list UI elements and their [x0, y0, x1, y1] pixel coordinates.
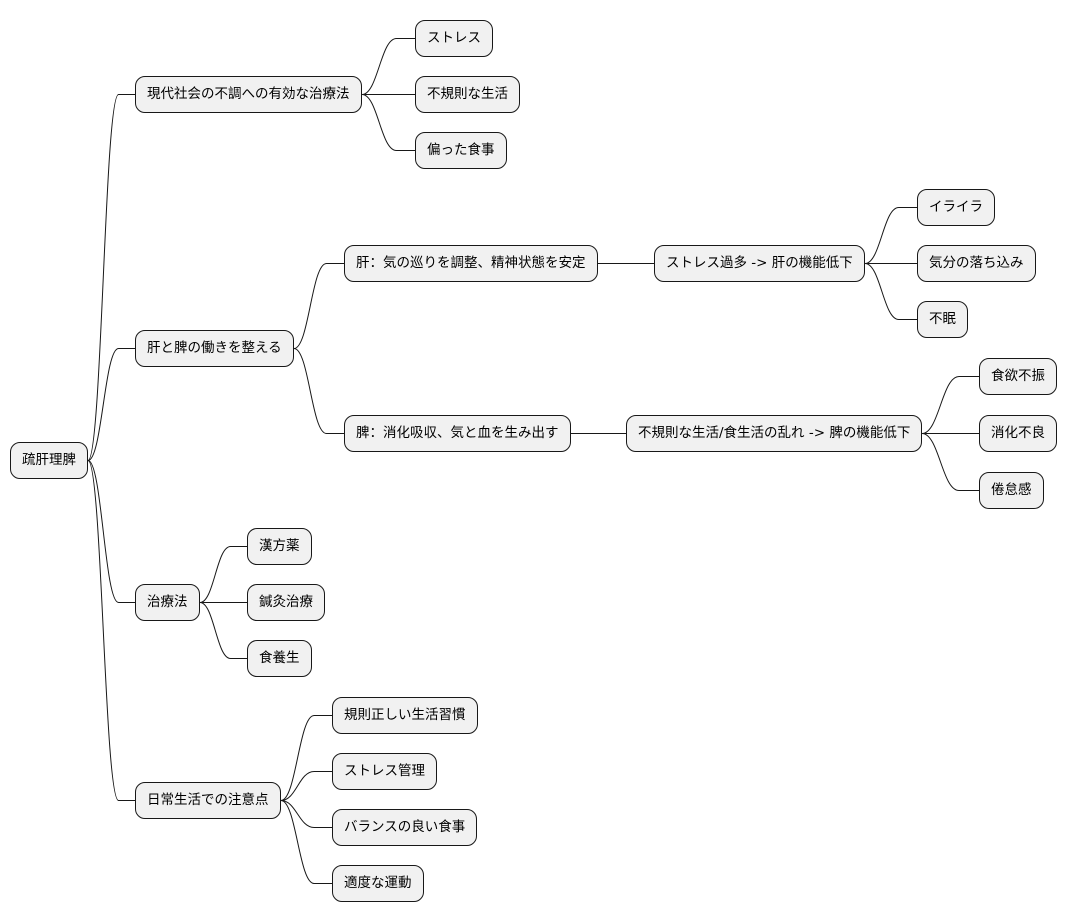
connector-line — [87, 460, 135, 603]
leaf-node-irritation: イライラ — [917, 189, 995, 226]
leaf-node-insomnia: 不眠 — [917, 301, 968, 338]
node-spleen-decline: 不規則な生活/食生活の乱れ -> 脾の機能低下 — [626, 415, 923, 452]
leaf-node-stress: ストレス — [415, 20, 493, 57]
leaf-node-acupuncture: 鍼灸治療 — [247, 584, 325, 621]
leaf-node-kampo: 漢方薬 — [247, 528, 312, 565]
connector-line — [921, 376, 979, 434]
node-liver-function: 肝：気の巡りを調整、精神状態を安定 — [344, 245, 598, 282]
connector-line — [199, 602, 247, 659]
node-liver-decline: ストレス過多 -> 肝の機能低下 — [654, 245, 865, 282]
branch-node-treatments: 治療法 — [135, 584, 200, 621]
branch-node-liver-spleen: 肝と脾の働きを整える — [135, 330, 294, 367]
connector-line — [280, 715, 332, 801]
branch-node-modern-ailments: 現代社会の不調への有効な治療法 — [135, 76, 362, 113]
leaf-node-stress-management: ストレス管理 — [332, 753, 437, 790]
connector-line — [87, 348, 135, 461]
node-spleen-function: 脾：消化吸収、気と血を生み出す — [344, 415, 571, 452]
leaf-node-irregular-life: 不規則な生活 — [415, 76, 520, 113]
connector-line — [280, 771, 332, 801]
branch-node-daily-tips: 日常生活での注意点 — [135, 782, 281, 819]
connector-line — [280, 800, 332, 884]
leaf-node-indigestion: 消化不良 — [979, 415, 1057, 452]
connector-line — [361, 94, 415, 151]
leaf-node-depression: 気分の落ち込み — [917, 245, 1036, 282]
connector-line — [864, 207, 917, 264]
connector-line — [87, 94, 135, 461]
leaf-node-appetite-loss: 食欲不振 — [979, 358, 1057, 395]
leaf-node-fatigue: 倦怠感 — [979, 472, 1044, 509]
connector-line — [199, 546, 247, 603]
leaf-node-dietary-therapy: 食養生 — [247, 640, 312, 677]
connector-line — [293, 263, 344, 349]
leaf-node-unbalanced-diet: 偏った食事 — [415, 132, 507, 169]
connector-line — [864, 263, 917, 320]
leaf-node-balanced-diet: バランスの良い食事 — [332, 809, 478, 846]
leaf-node-regular-habits: 規則正しい生活習慣 — [332, 697, 478, 734]
connector-line — [361, 38, 415, 95]
connector-line — [293, 348, 344, 434]
connector-line — [921, 433, 979, 491]
leaf-node-exercise: 適度な運動 — [332, 865, 424, 902]
connector-line — [87, 460, 135, 801]
root-node: 疏肝理脾 — [10, 442, 88, 479]
connector-line — [280, 800, 332, 828]
